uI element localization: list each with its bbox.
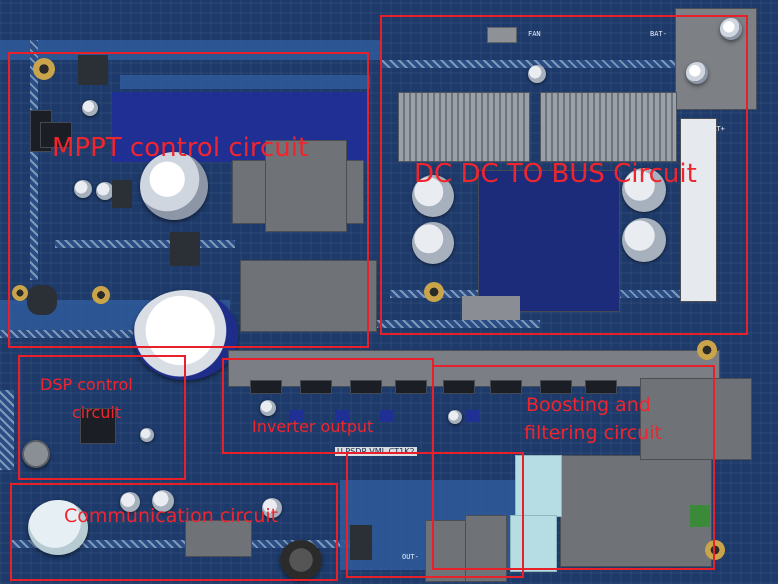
buzzer [22, 440, 50, 468]
boost-label-line2: filtering circuit [524, 422, 662, 444]
small-capacitor [82, 100, 98, 116]
bat-minus-silkscreen: BAT- [650, 30, 667, 38]
inductor-block [240, 260, 377, 332]
communication-connector [28, 500, 88, 555]
current-sensor [265, 140, 347, 232]
gate-driver [335, 410, 349, 422]
mounting-hole [92, 286, 110, 304]
trace [120, 75, 370, 89]
mppt-label: MPPT control circuit [52, 133, 309, 163]
connector-header [350, 525, 372, 560]
igbt [585, 380, 617, 394]
dsp-label-line1: DSP control [40, 375, 133, 394]
electrolytic-capacitor [412, 175, 454, 217]
dsp-outline [18, 355, 186, 480]
board-id-silkscreen: U.PSDR.VML.CT1K2 [335, 447, 417, 456]
output-outline [346, 452, 524, 578]
igbt [443, 380, 475, 394]
small-capacitor [528, 65, 546, 83]
igbt [540, 380, 572, 394]
terminal-screw [686, 62, 708, 84]
inductor [170, 232, 200, 266]
small-capacitor [262, 498, 282, 518]
heatsink [540, 92, 677, 162]
connector-header [78, 55, 108, 85]
ground-hatch [240, 320, 540, 328]
boost-outline [432, 365, 715, 570]
mosfet [40, 122, 72, 148]
igbt [395, 380, 427, 394]
transformer [478, 170, 620, 312]
igbt [250, 380, 282, 394]
electrolytic-capacitor [622, 218, 666, 262]
small-capacitor [120, 492, 140, 512]
isolation-module [185, 520, 252, 557]
comm-outline [10, 483, 338, 581]
ic-chip [112, 180, 132, 208]
inverter-label: Inverter output [252, 417, 374, 436]
small-capacitor [74, 180, 92, 198]
boost-label-line1: Boosting and [526, 394, 651, 416]
fuse-block [462, 296, 520, 320]
small-capacitor [152, 490, 174, 512]
heatsink [398, 92, 530, 162]
mounting-hole [697, 340, 717, 360]
igbt [300, 380, 332, 394]
electrolytic-capacitor [622, 168, 666, 212]
electrolytic-capacitor [140, 152, 208, 220]
igbt [350, 380, 382, 394]
comm-label: Communication circuit [64, 505, 279, 527]
mppt-outline [8, 52, 369, 348]
ground-hatch [30, 40, 38, 280]
inductor [27, 285, 57, 315]
gate-driver [465, 410, 479, 422]
mounting-hole [705, 540, 725, 560]
ground-hatch [380, 60, 680, 68]
electrolytic-capacitor [412, 222, 454, 264]
ground-hatch [55, 240, 235, 248]
terminal-screw [720, 18, 742, 40]
ground-hatch [0, 390, 14, 470]
gate-driver [290, 410, 304, 422]
mounting-hole [12, 285, 28, 301]
battery-terminal-block [675, 8, 757, 110]
output-silkscreen: OUT- [402, 553, 419, 561]
dsp-chip [80, 408, 116, 444]
dsp-label-line2: circuit [72, 403, 122, 422]
small-capacitor [140, 428, 154, 442]
inverter-outline [222, 358, 434, 454]
filter-inductor [640, 378, 752, 460]
igbt [490, 380, 522, 394]
dcdc-label: DC DC TO BUS Circuit [414, 159, 697, 189]
ground-hatch [0, 330, 220, 338]
relay [510, 515, 557, 572]
small-capacitor [96, 182, 114, 200]
dcdc-outline [380, 15, 748, 335]
fan-connector [487, 27, 517, 43]
small-capacitor [448, 410, 462, 424]
mounting-hole [33, 58, 55, 80]
inductor-round [280, 540, 322, 580]
fan-silkscreen: FAN [528, 30, 541, 38]
filter-inductor [560, 455, 712, 567]
output-terminal [465, 515, 507, 582]
ground-hatch [10, 540, 350, 548]
mounting-hole [424, 282, 444, 302]
terminal-connector [690, 505, 710, 527]
gate-driver [380, 410, 394, 422]
bus-bar [680, 118, 717, 302]
small-capacitor [260, 400, 276, 416]
bat-plus-silkscreen: BAT+ [708, 125, 725, 133]
